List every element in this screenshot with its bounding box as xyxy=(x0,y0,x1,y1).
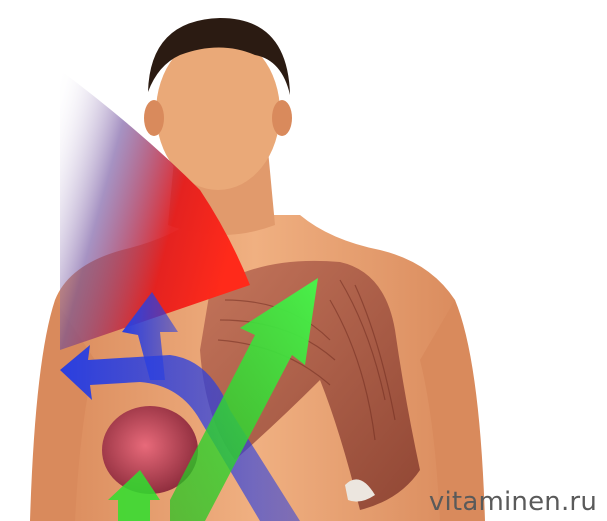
watermark-text: vitaminen.ru xyxy=(429,487,597,517)
right-ear xyxy=(272,100,292,136)
left-ear xyxy=(144,100,164,136)
